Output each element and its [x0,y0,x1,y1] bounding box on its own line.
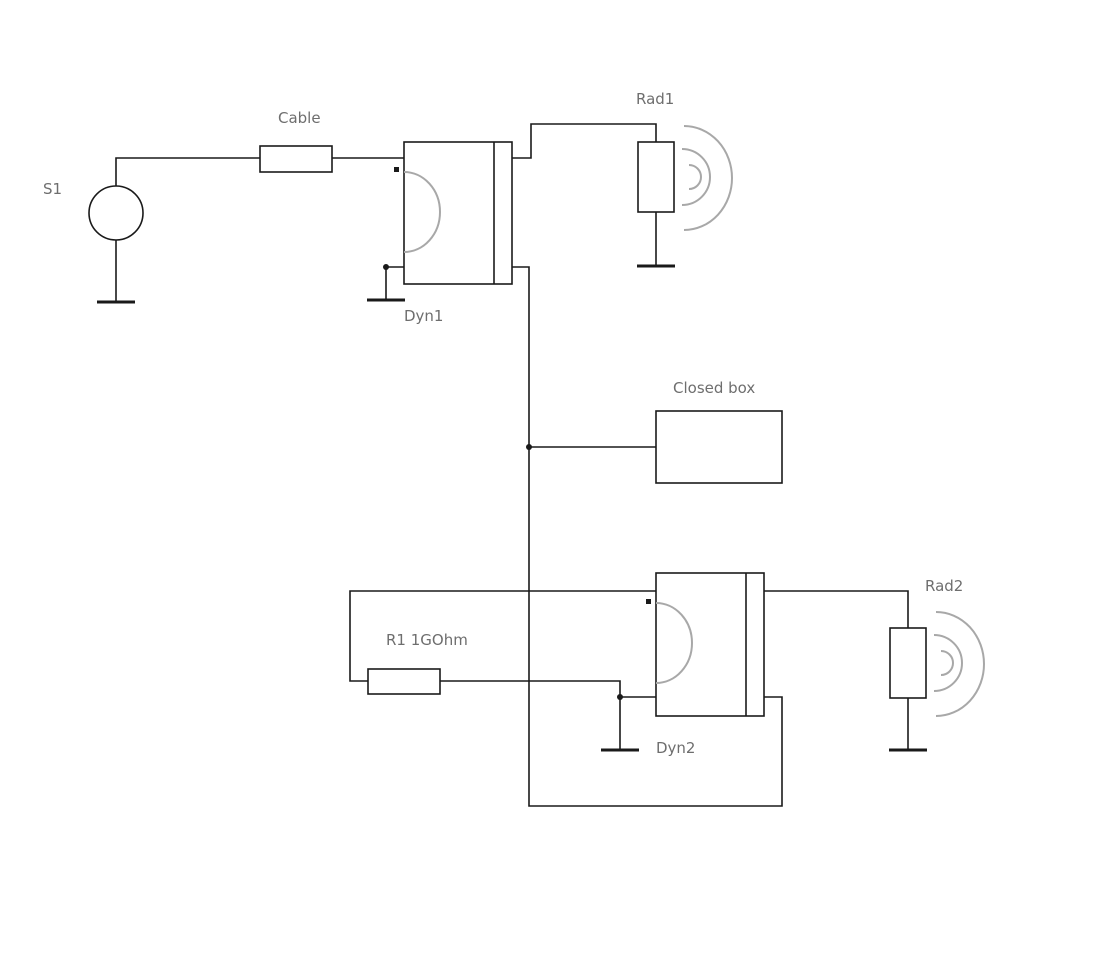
polarity-mark-dyn1 [394,167,399,172]
junction-dot-dyn2-ground [617,694,623,700]
cable-element[interactable] [259,145,333,173]
wire-dyn2-to-rad2 [764,590,909,628]
wire-dyn1-rear-trunk [512,266,783,807]
wire-dyn1-to-rad1 [512,123,657,159]
radiation-arc-small [688,164,702,190]
wire-r1-to-dyn2 [440,680,656,698]
label-dyn2: Dyn2 [656,739,695,757]
label-s1: S1 [43,180,62,198]
label-rad2: Rad2 [925,577,963,595]
driver-dyn2[interactable] [601,572,765,752]
labels: S1 Cable Dyn1 Rad1 Closed box R1 1GOhm D… [43,90,963,757]
wires [115,123,909,807]
wire-dyn2-input-loop [349,590,656,682]
wire-s1-to-cable [115,157,260,186]
polarity-mark-dyn2 [646,599,651,604]
radiation-impedance-icon [637,141,675,213]
loudspeaker-driver-icon [403,141,513,285]
driver-dyn2-cone [655,602,693,684]
radiation-arc-large [683,125,733,231]
radiation-arc-small [940,650,954,676]
label-dyn1: Dyn1 [404,307,443,325]
label-cable: Cable [278,109,321,127]
radiation-arc-medium [933,634,963,692]
radiation-impedance-icon [889,627,927,699]
resistor-r1[interactable] [367,668,441,695]
closed-box-element[interactable] [655,410,783,484]
label-closed-box: Closed box [673,379,755,397]
loudspeaker-driver-icon [655,572,765,717]
driver-dyn1-cone [403,171,441,253]
source-s1[interactable] [88,185,144,304]
wire-dyn1-ground [385,266,404,300]
radiator-rad1[interactable] [637,125,733,268]
radiator-rad2[interactable] [889,611,985,752]
radiation-arc-medium [681,148,711,206]
junctions [383,167,651,700]
junction-dot-trunk [526,444,532,450]
label-rad1: Rad1 [636,90,674,108]
junction-dot-dyn1-ground [383,264,389,270]
driver-dyn1[interactable] [367,141,513,302]
radiation-arc-large [935,611,985,717]
ac-source-icon [88,185,144,241]
label-r1: R1 1GOhm [386,631,468,649]
